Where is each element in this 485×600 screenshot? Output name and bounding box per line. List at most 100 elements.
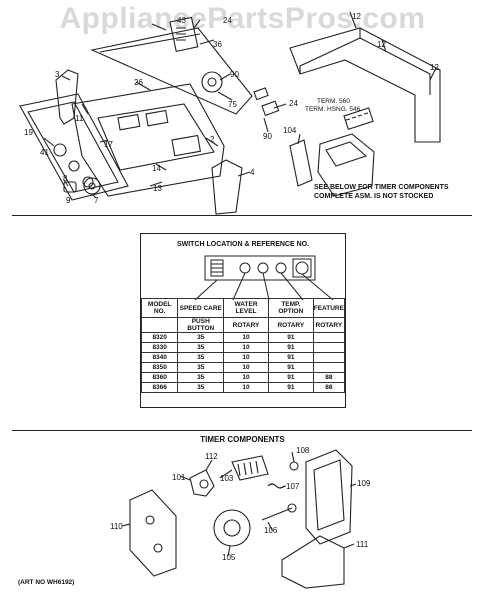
cell-feature: 88 [312,382,346,393]
subheader-feature: ROTARY [312,317,346,333]
console-housing [71,83,225,197]
callout-24: 24 [223,16,232,25]
cell-feature [312,362,346,373]
timer-components-title: TIMER COMPONENTS [200,435,285,444]
header-speed: SPEED CARE [177,298,225,318]
cell-temp: 91 [267,372,314,383]
callout-108: 108 [296,446,310,455]
divider-top [12,215,472,216]
subheader-speed: PUSH BUTTON [177,317,225,333]
trim-strip [90,27,253,115]
header-model: MODEL NO. [140,298,179,318]
cell-temp: 91 [267,332,314,343]
callout-90-upper: 90 [230,70,239,79]
callout-101: 101 [172,473,186,482]
cell-model: 8366 [140,382,179,393]
timer-note-line1: SEE BELOW FOR TIMER COMPONENTS [314,184,449,191]
cell-water: 10 [223,362,269,373]
cell-feature [312,342,346,353]
rotary-switch [201,71,223,93]
callout-24-right: 24 [289,99,298,108]
front-panel-graphic [19,93,129,201]
header-water: WATER LEVEL [223,298,269,318]
callout-104: 104 [283,126,297,135]
cell-speed: 35 [177,352,225,363]
callout-106: 106 [264,526,278,535]
cell-water: 10 [223,352,269,363]
cell-temp: 91 [267,362,314,373]
callout-112: 112 [205,452,218,461]
cell-model: 8360 [140,372,179,383]
cell-model: 8340 [140,352,179,363]
cell-water: 10 [223,372,269,383]
callout-14: 14 [152,164,161,173]
callout-19: 19 [24,128,33,137]
bracket [289,139,313,187]
callout-75: 75 [228,100,237,109]
table-title: SWITCH LOCATION & REFERENCE NO. [176,241,310,248]
callout-26: 26 [134,78,143,87]
subheader-temp: ROTARY [267,317,314,333]
callout-4: 4 [250,168,255,177]
cell-speed: 35 [177,372,225,383]
callout-72: 12 [377,40,386,49]
table-row: 8360 35 10 91 88 [140,372,346,383]
callout-13: 13 [153,184,162,193]
cell-water: 10 [223,332,269,343]
table-row: 8330 35 10 91 [140,342,346,353]
knob-small [63,181,77,193]
end-cap-right [211,159,243,215]
callout-9: 9 [66,196,71,205]
reference-table: MODEL NO. SPEED CARE WATER LEVEL TEMP. O… [140,298,346,393]
header-temp: TEMP. OPTION [267,298,314,318]
cell-temp: 91 [267,352,314,363]
cell-model: 8320 [140,332,179,343]
callout-7: 7 [94,196,99,205]
callout-12-top: 12 [352,12,361,21]
cell-speed: 35 [177,332,225,343]
end-cap-left [55,69,79,125]
callout-8: 8 [63,174,68,183]
switch-push-button [169,16,199,52]
callout-12-right: 12 [430,63,439,72]
callout-105: 105 [222,553,236,562]
knob [83,177,101,195]
term-note-line2: TERM. HSNG. 546 [305,106,361,113]
callout-90-lower: 90 [263,132,272,141]
watermark: AppliancePartsPros.com [59,2,426,35]
switch-location-diagram [194,255,334,301]
callout-111: 111 [356,540,369,549]
callout-2: 2 [210,135,215,144]
table-row: 8340 35 10 91 [140,352,346,363]
cell-speed: 35 [177,362,225,373]
divider-bottom [12,430,472,431]
callout-107: 107 [286,482,300,491]
header-feature: FEATURE [312,298,346,318]
callout-17: 17 [104,140,113,149]
timer-assembly [317,133,375,197]
callout-11: 11 [75,114,84,123]
cell-feature [312,332,346,343]
callout-109: 109 [357,479,371,488]
cell-feature: 88 [312,372,346,383]
switch-reference-table: SWITCH LOCATION & REFERENCE NO. MODEL NO… [140,233,346,408]
timer-note-line2: COMPLETE ASM. IS NOT STOCKED [314,193,434,200]
table-row: 8350 35 10 91 [140,362,346,373]
callout-36: 36 [213,40,222,49]
cell-speed: 35 [177,382,225,393]
callout-43: 43 [177,16,186,25]
subheader-water: ROTARY [223,317,269,333]
cell-water: 10 [223,382,269,393]
terminal-block [343,107,374,131]
callout-41: 41 [40,148,49,157]
backsplash-panel [289,27,441,143]
term-note-line1: TERM. 560 [317,98,350,105]
cell-feature [312,352,346,363]
cell-temp: 91 [267,382,314,393]
cell-water: 10 [223,342,269,353]
subheader-blank [140,317,179,333]
cell-temp: 91 [267,342,314,353]
callout-110: 110 [110,522,123,531]
cell-model: 8350 [140,362,179,373]
